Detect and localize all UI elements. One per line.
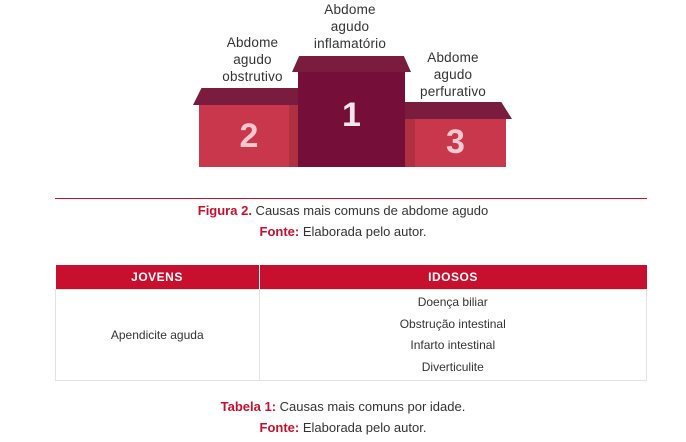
podium-rank-second: 2 <box>239 117 259 155</box>
podium-cap-first <box>292 56 411 72</box>
label-line: Abdome <box>226 35 279 50</box>
podium-label-third: Abdome agudo perfurativo <box>408 49 498 100</box>
list-item: Infarto intestinal <box>410 338 496 352</box>
table-source-key: Fonte: <box>259 420 300 435</box>
list-item: Obstrução intestinal <box>399 316 506 331</box>
podium-label-first: Abdome agudo inflamatório <box>300 1 400 52</box>
figure-source: Fonte: Elaborada pelo autor. <box>0 224 686 239</box>
table-header-row: JOVENS IDOSOS <box>55 265 647 290</box>
podium-cap-second <box>193 88 299 105</box>
label-line: agudo <box>233 52 272 67</box>
label-line: agudo <box>433 67 473 82</box>
figure-caption-text: Causas mais comuns de abdome agudo <box>251 203 489 218</box>
table-source: Fonte: Elaborada pelo autor. <box>0 420 686 435</box>
divider-line <box>55 198 647 199</box>
label-line: obstrutivo <box>222 69 283 84</box>
table-caption-text: Causas mais comuns por idade. <box>276 399 466 414</box>
podium-block-first: 1 <box>298 72 405 167</box>
label-line: inflamatório <box>313 36 387 51</box>
label-line: perfurativo <box>420 84 486 99</box>
figure-source-text: Elaborada pelo autor. <box>299 224 427 239</box>
label-line: agudo <box>330 19 370 34</box>
label-line: Abdome <box>324 2 376 17</box>
table-caption: Tabela 1: Causas mais comuns por idade. <box>0 399 686 414</box>
podium-cap-third <box>405 102 512 119</box>
podium-shade <box>405 119 415 167</box>
header-jovens: JOVENS <box>55 265 260 290</box>
header-idosos: IDOSOS <box>259 265 647 290</box>
podium-block-second: 2 <box>199 105 299 167</box>
podium-label-second: Abdome agudo obstrutivo <box>205 34 300 85</box>
list-item: Doença biliar <box>417 295 488 309</box>
label-line: Abdome <box>427 50 479 65</box>
podium-rank-first: 1 <box>342 96 361 134</box>
podium-rank-third: 3 <box>446 123 465 161</box>
podium-block-third: 3 <box>405 119 506 167</box>
table-caption-key: Tabela 1: <box>220 399 277 414</box>
table-source-text: Elaborada pelo autor. <box>299 420 427 435</box>
list-item: Diverticulite <box>421 359 484 374</box>
age-causes-table: JOVENS IDOSOS Apendicite aguda Doença bi… <box>55 265 647 381</box>
cell-idosos: Doença biliar Obstrução intestinal Infar… <box>258 289 647 381</box>
cell-jovens: Apendicite aguda <box>55 289 260 381</box>
figure-source-key: Fonte: <box>259 224 300 239</box>
podium-shade <box>289 105 299 167</box>
table-row: Apendicite aguda Doença biliar Obstrução… <box>55 289 647 381</box>
figure-caption-key: Figura 2. <box>197 203 252 218</box>
figure-caption: Figura 2. Causas mais comuns de abdome a… <box>0 203 686 218</box>
